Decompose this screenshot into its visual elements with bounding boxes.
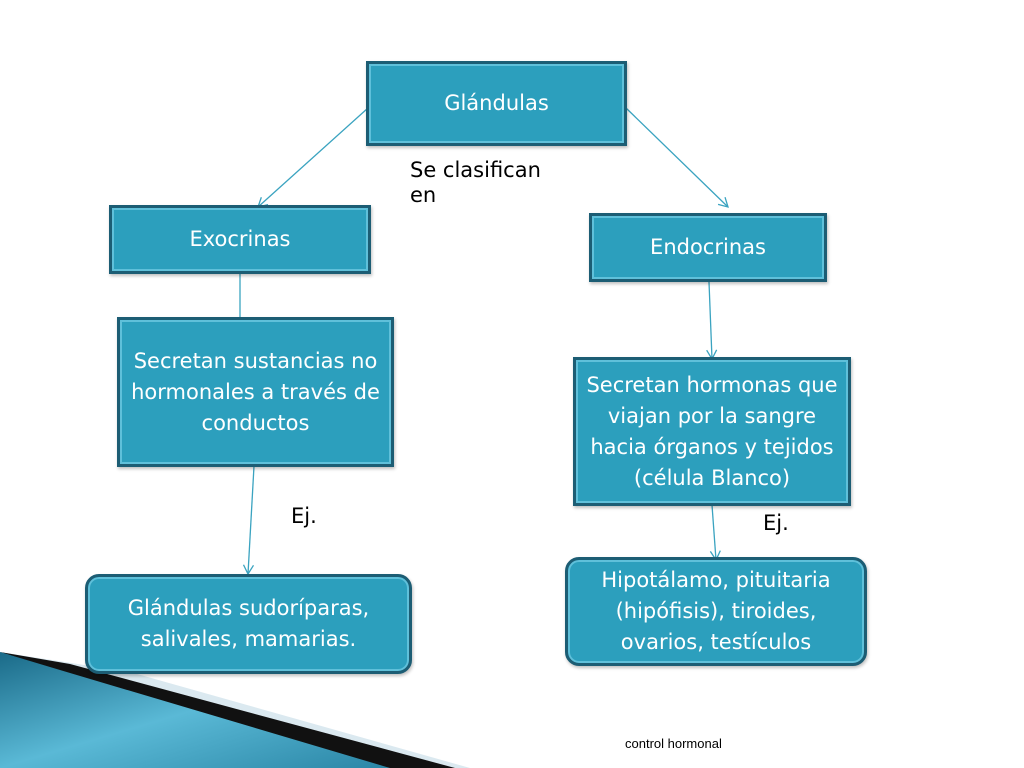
corner-band-teal bbox=[0, 652, 390, 768]
footer-text: control hormonal bbox=[625, 736, 722, 751]
arrow-to-endocrinas bbox=[625, 107, 729, 208]
node-exocrinas-label: Exocrinas bbox=[189, 227, 291, 251]
node-endocrinas-desc-text: Secretan hormonas que viajan por la sang… bbox=[586, 372, 838, 490]
node-endocrinas-label: Endocrinas bbox=[650, 235, 766, 259]
arrow-to-exocrinas bbox=[257, 107, 369, 208]
label-ej-left: Ej. bbox=[291, 504, 317, 528]
label-se-clasifican-line2: en bbox=[410, 183, 437, 207]
node-exocrinas-ej-text: Glándulas sudoríparas, salivales, mamari… bbox=[127, 596, 370, 651]
arrow-endocrinas-ej bbox=[709, 504, 721, 562]
node-endocrinas-ej-text: Hipotálamo, pituitaria (hipófisis), tiro… bbox=[601, 568, 831, 654]
arrow-endocrinas-desc bbox=[706, 281, 718, 361]
node-endocrinas-desc: Secretan hormonas que viajan por la sang… bbox=[573, 357, 851, 506]
node-exocrinas: Exocrinas bbox=[109, 205, 371, 274]
label-se-clasifican-line1: Se clasifican bbox=[410, 158, 541, 182]
arrow-exocrinas-ej bbox=[242, 465, 255, 576]
corner-band-black bbox=[0, 652, 455, 768]
node-exocrinas-desc-text: Secretan sustancias no hormonales a trav… bbox=[131, 348, 380, 435]
node-endocrinas-ej: Hipotálamo, pituitaria (hipófisis), tiro… bbox=[565, 557, 867, 666]
node-glandulas: Glándulas bbox=[366, 61, 627, 146]
label-ej-right: Ej. bbox=[763, 511, 789, 535]
node-glandulas-label: Glándulas bbox=[444, 91, 549, 115]
node-exocrinas-ej: Glándulas sudoríparas, salivales, mamari… bbox=[85, 574, 412, 674]
label-se-clasifican: Se clasifican en bbox=[410, 158, 541, 208]
node-exocrinas-desc: Secretan sustancias no hormonales a trav… bbox=[117, 317, 394, 467]
node-endocrinas: Endocrinas bbox=[589, 213, 827, 282]
